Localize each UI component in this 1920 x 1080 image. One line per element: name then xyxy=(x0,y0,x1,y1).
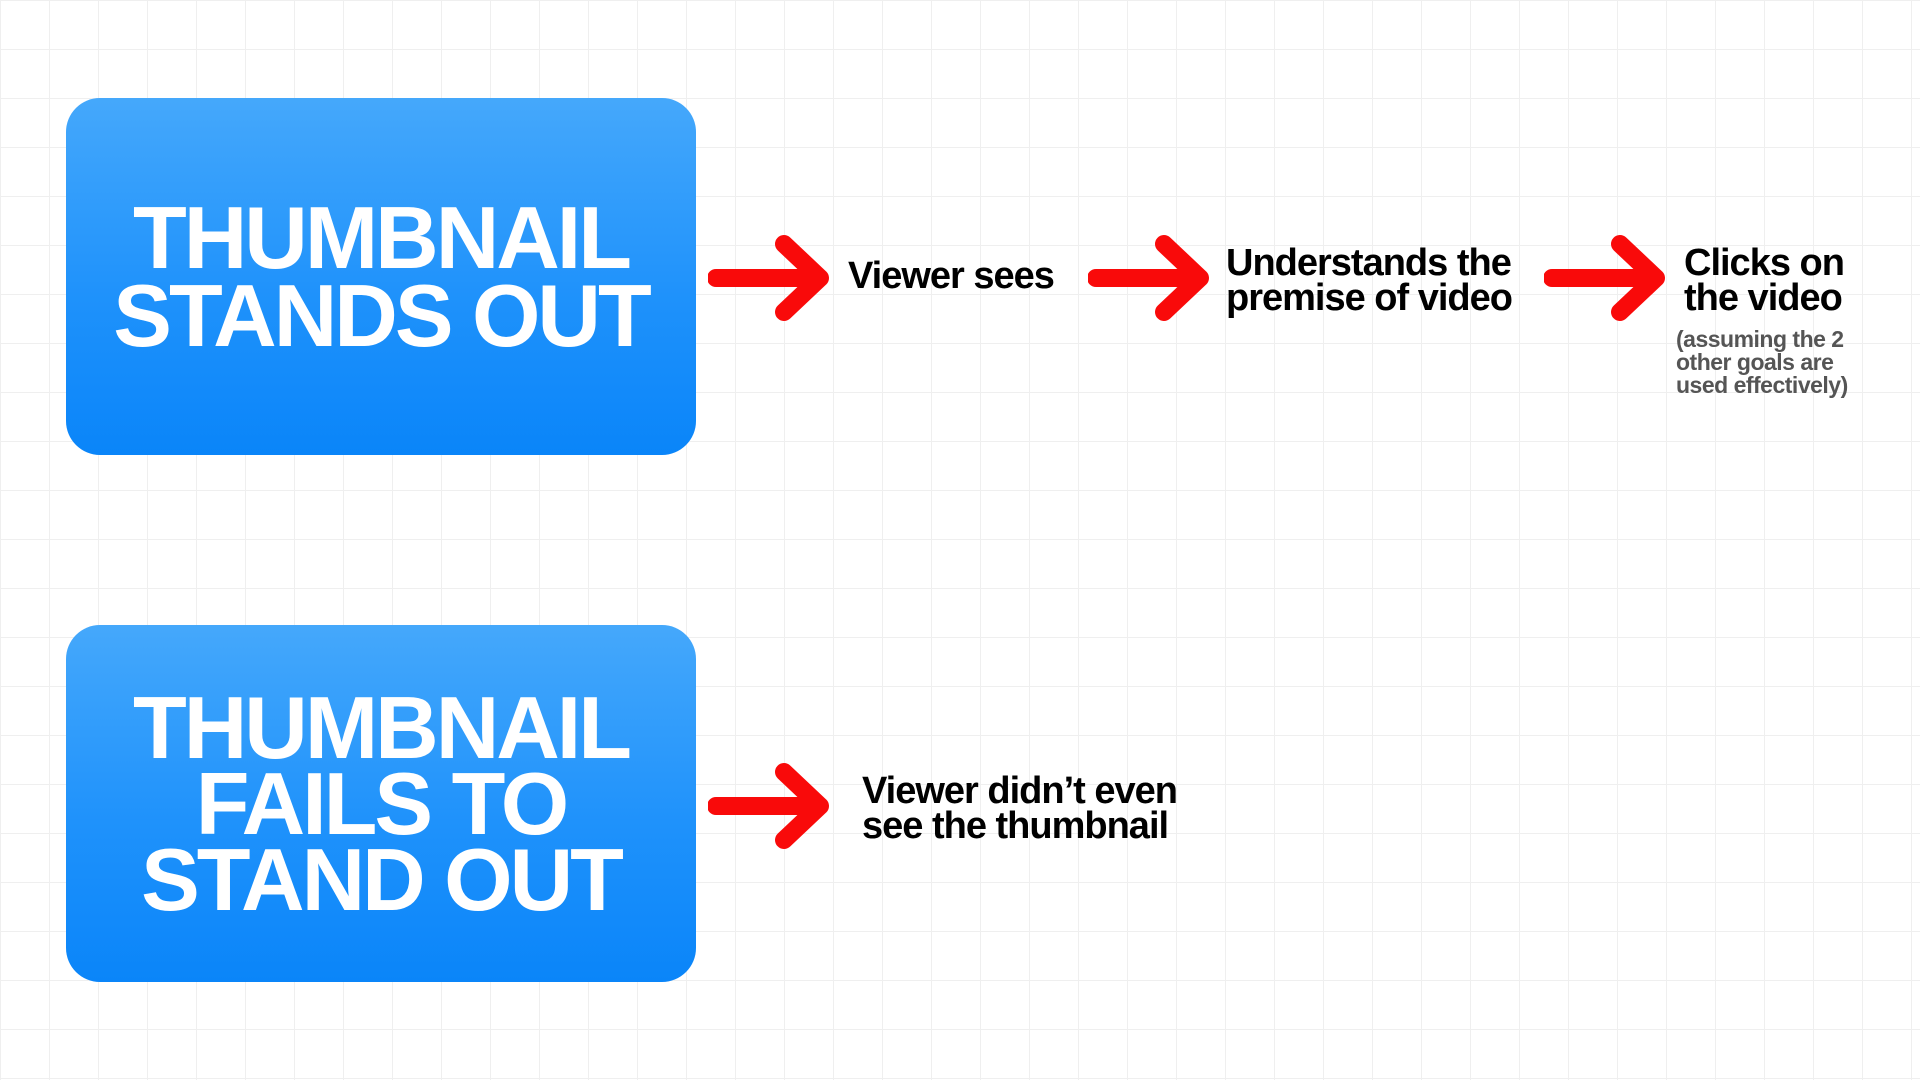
step-viewer-didnt-see: Viewer didn’t even see the thumbnail xyxy=(862,770,1178,847)
step-viewer-sees: Viewer sees xyxy=(848,255,1055,297)
right-arrow-icon xyxy=(1544,232,1668,324)
thumbnail-fails-title: THUMBNAIL FAILS TO STAND OUT xyxy=(132,677,632,929)
thumbnail-stands-out-title: THUMBNAIL STANDS OUT xyxy=(113,187,651,365)
assumption-note: (assuming the 2 other goals are used eff… xyxy=(1676,326,1848,398)
right-arrow-icon xyxy=(708,232,832,324)
step-understands-premise: Understands the premise of video xyxy=(1226,242,1513,319)
thumbnail-stands-out-box: THUMBNAIL STANDS OUT xyxy=(66,98,696,455)
step-clicks-on-video: Clicks on the video xyxy=(1684,242,1845,319)
right-arrow-icon xyxy=(1088,232,1212,324)
thumbnail-fails-box: THUMBNAIL FAILS TO STAND OUT xyxy=(66,625,696,982)
right-arrow-icon xyxy=(708,760,832,852)
